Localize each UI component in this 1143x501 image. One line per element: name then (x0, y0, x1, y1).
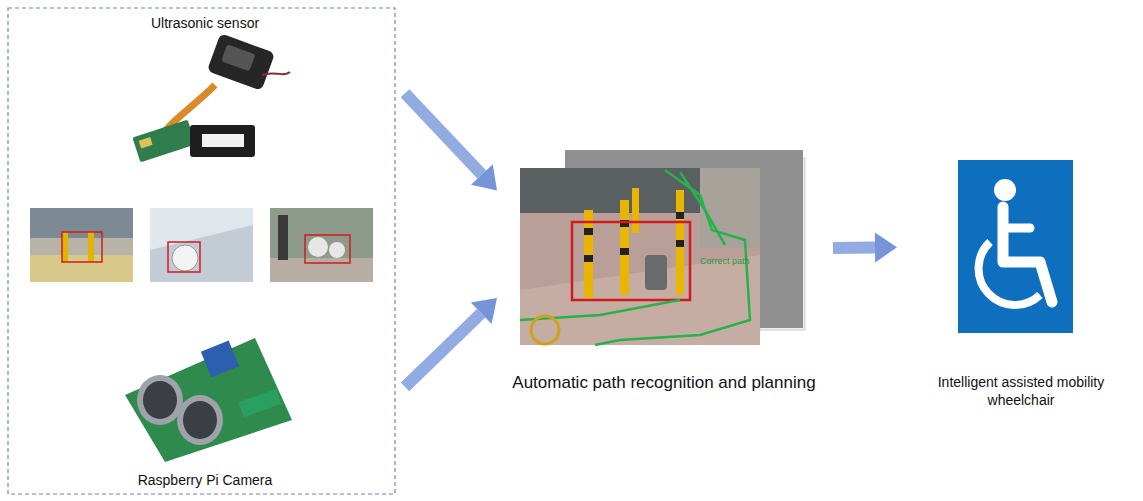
detection-photos (329, 242, 345, 258)
camera-picture (201, 340, 239, 377)
arrow-head (875, 233, 897, 263)
arrow-body (833, 242, 875, 254)
detection-photos (30, 208, 373, 282)
sensor-picture (190, 125, 255, 157)
wheelchair-icon (1003, 207, 1052, 302)
camera-node: Raspberry Pi Camera (15, 300, 395, 493)
camera-picture (238, 389, 281, 418)
sensor-picture (132, 33, 290, 162)
camera-picture (143, 381, 177, 419)
input-frame (8, 8, 395, 494)
bollards (620, 248, 629, 255)
detection-photos (172, 245, 198, 271)
arrow-head (471, 298, 497, 324)
detection-photos (150, 225, 253, 282)
node-caption: Ultrasonic sensor (151, 14, 259, 32)
camera-picture (177, 395, 223, 445)
arrow-body (405, 313, 481, 387)
wheelchair-icon (979, 242, 1040, 305)
planning-node: Automatic path recognition and planning (505, 148, 823, 398)
node-caption: Raspberry Pi Camera (138, 471, 273, 489)
flow-arrow (405, 93, 497, 190)
flow-arrow (833, 233, 897, 263)
arrow-head (471, 164, 497, 190)
sensor-picture (207, 33, 275, 90)
detection-photos (278, 215, 288, 260)
detection-photos (62, 232, 68, 262)
detection-photos (150, 208, 253, 282)
sensor-picture (221, 44, 255, 71)
bollards (676, 212, 684, 219)
detection-photos (62, 232, 102, 262)
wheelchair-icon (994, 179, 1016, 201)
sensor-picture (202, 134, 244, 147)
sensor-picture (139, 137, 153, 148)
path-scene (531, 316, 559, 344)
bollards (676, 190, 684, 295)
camera-picture (183, 401, 217, 439)
node-caption: Automatic path recognition and planning (512, 372, 815, 394)
wheelchair-icon (958, 160, 1073, 333)
sensor-picture (262, 72, 290, 75)
detection-photos (270, 258, 373, 282)
bollards (584, 228, 593, 235)
detection-photos (270, 208, 373, 282)
sensor-node: Ultrasonic sensor (15, 10, 395, 195)
bollards (584, 255, 593, 262)
detection-photos (305, 235, 350, 263)
camera-picture (125, 338, 292, 462)
camera-picture (125, 338, 292, 462)
bollards (676, 240, 684, 247)
camera-picture (137, 375, 183, 425)
arrow-body (405, 93, 482, 174)
wheelchair-icon (1003, 224, 1030, 233)
bollards (584, 188, 684, 298)
detection-photos (88, 232, 94, 262)
bollards (645, 255, 667, 290)
bollards (620, 200, 629, 295)
wheelchair-node: Intelligent assisted mobility wheelchair (905, 158, 1137, 413)
wheelchair-icon (958, 160, 1073, 333)
path-scene (572, 222, 690, 300)
path-scene (520, 150, 805, 345)
flow-arrow (405, 298, 497, 387)
node-caption: Intelligent assisted mobility wheelchair (911, 373, 1131, 409)
detection-photos (308, 237, 328, 257)
path-label: Correct path (700, 256, 750, 266)
path-scene (595, 170, 750, 345)
sensor-picture (132, 120, 195, 163)
detection-photos (168, 242, 200, 272)
path-scene (520, 168, 760, 345)
bollards (632, 188, 639, 233)
detection-photos (30, 255, 133, 282)
detection-photos (30, 208, 133, 282)
detection-photos (30, 208, 133, 238)
